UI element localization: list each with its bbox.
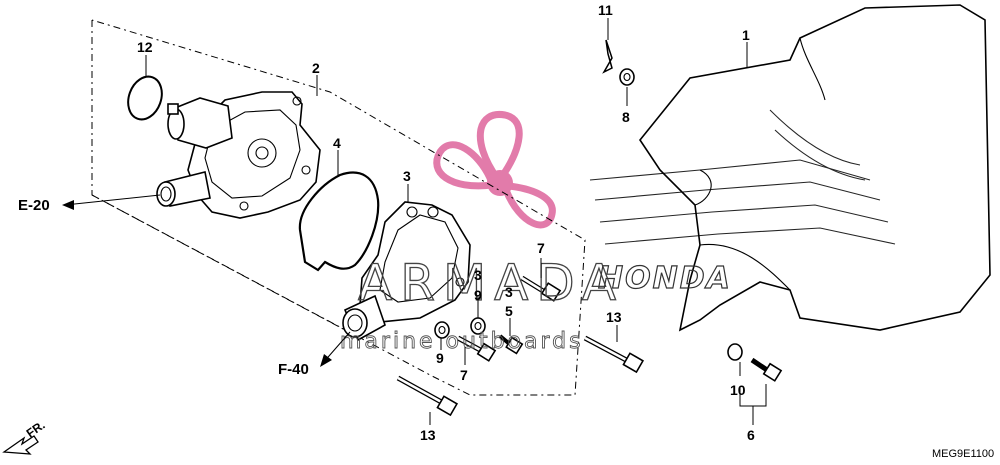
callout-13-bottom: 13: [420, 427, 436, 443]
reference-e20: E-20: [18, 197, 50, 214]
callout-6: 6: [747, 427, 755, 443]
watermark-subtitle: marine outboards: [340, 329, 584, 354]
propeller-watermark-icon: [433, 110, 556, 229]
cover-brand-text: HONDA: [598, 261, 732, 296]
front-direction-label: FR.: [24, 418, 48, 441]
callout-1: 1: [742, 27, 750, 43]
bolt-7-upper: [520, 275, 562, 302]
front-direction-arrow-icon: [2, 435, 39, 455]
callout-10: 10: [730, 382, 746, 398]
callout-5: 5: [505, 303, 513, 319]
callout-13-right: 13: [606, 309, 622, 325]
callout-11: 11: [598, 2, 613, 18]
reference-f40: F-40: [278, 361, 309, 378]
callout-9-lower: 9: [436, 350, 444, 366]
grommet-8: [619, 68, 635, 86]
callout-8: 8: [622, 109, 630, 125]
pump-cover-part-3: [342, 201, 471, 342]
watermark-brand: ARMADA: [358, 254, 624, 312]
clip-11: [602, 39, 613, 74]
cover-part-1: [589, 4, 991, 332]
callout-7-upper: 7: [537, 240, 545, 256]
callout-7-lower: 7: [460, 367, 468, 383]
collar-10: [727, 343, 743, 361]
f40-reference-arrow-icon: [320, 331, 351, 367]
leader-lines: [145, 18, 767, 425]
callout-3-bolt: 3: [505, 284, 513, 300]
callout-9-upper: 9: [474, 287, 482, 303]
bolt-13-right: [583, 335, 645, 374]
bolt-5: [498, 334, 524, 355]
diagram-code: MEG9E1100: [932, 448, 994, 460]
bolt-6: [750, 357, 783, 382]
washer-9-lower: [434, 321, 450, 339]
water-pump-body-part-2: [156, 91, 321, 219]
bolt-13-bottom: [396, 375, 459, 417]
callout-12: 12: [137, 39, 153, 55]
o-ring-part-12: [127, 75, 163, 121]
callout-3-washer: 3: [474, 267, 482, 283]
callout-3-cover: 3: [403, 168, 411, 184]
group-outline-lower: [91, 194, 346, 331]
callout-4: 4: [333, 135, 341, 151]
e20-reference-arrow-icon: [62, 194, 161, 210]
honda-wing-logo: [589, 109, 896, 245]
callout-2: 2: [312, 60, 320, 76]
bolt-7-lower: [456, 335, 497, 362]
gasket-part-4: [298, 171, 380, 272]
